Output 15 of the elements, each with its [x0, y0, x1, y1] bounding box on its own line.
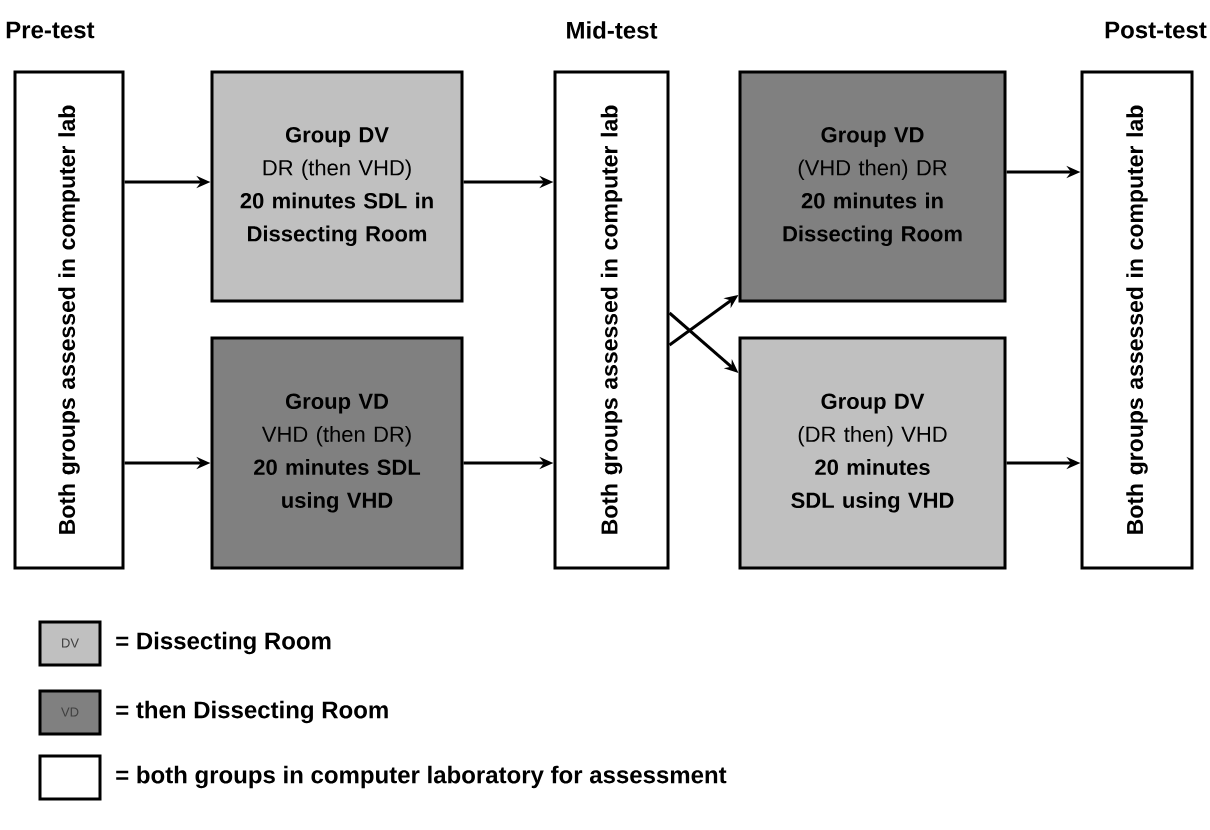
group-box: Group DV (DR then) VHD 20 minutes SDL using VHD [738, 336, 1007, 570]
assessment-box: Both groups assessed in computer lab [553, 70, 670, 570]
legend-text: = then Dissecting Room [116, 700, 388, 724]
swatch-label: VD [61, 707, 79, 717]
phase-heading: Post-test [1105, 21, 1207, 39]
assessment-box: Both groups assessed in computer lab [13, 70, 125, 570]
phase-heading: Mid-test [567, 21, 658, 39]
group-box: Group VD (VHD then) DR 20 minutes in Dissecting Room [738, 70, 1007, 303]
swatch-label: DV [62, 638, 79, 648]
legend-text: = Dissecting Room [116, 631, 331, 655]
assessment-box: Both groups assessed in computer lab [1080, 70, 1194, 570]
group-box: Group DV DR (then VHD) 20 minutes SDL in Dissecting Room [210, 70, 464, 303]
phase-heading: Pre-test [6, 21, 95, 39]
legend-text: = both groups in computer laboratory for assessment [116, 765, 727, 789]
group-box: Group VD VHD (then DR) 20 minutes SDL using VHD [210, 336, 464, 570]
